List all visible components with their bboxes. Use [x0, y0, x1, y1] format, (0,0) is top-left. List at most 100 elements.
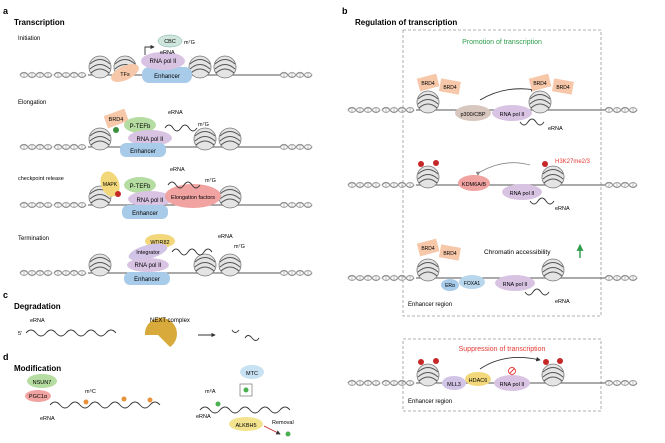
nsun7-label: NSUN7	[33, 380, 52, 386]
pgc1a-label: PGC1α	[29, 394, 48, 400]
ptefb-label: P-TEFb	[130, 124, 151, 130]
panel-a-letter: a	[3, 6, 9, 16]
m7g-label: m⁷G	[198, 121, 209, 128]
h3k27-label: H3K27me2/3	[555, 159, 591, 165]
me-mark	[433, 160, 439, 166]
brd4-label: BRD4	[421, 246, 435, 252]
brd4-label: BRD4	[109, 117, 124, 123]
brd4-label: BRD4	[556, 85, 570, 91]
alkbh5-label: ALKBH5	[235, 423, 256, 429]
brd4-block	[528, 73, 552, 92]
ac-mark	[113, 127, 119, 133]
me-mark	[542, 161, 548, 167]
b-arrow	[479, 356, 541, 370]
mll3-protein	[442, 376, 466, 390]
stage-termination: Termination	[18, 236, 49, 242]
m5c-mark	[121, 396, 127, 402]
p300-label: p300/CBP	[460, 112, 485, 118]
mtc-protein	[240, 365, 264, 379]
panel-c-letter: c	[3, 290, 8, 300]
tss-arrow	[144, 44, 155, 55]
erna-label: eRNA	[170, 167, 185, 173]
mapk-protein	[100, 171, 120, 197]
degraded-fragment	[231, 329, 240, 333]
mtc-label: MTC	[246, 371, 258, 377]
kdm6-protein	[458, 175, 490, 191]
erna-strand	[529, 197, 555, 205]
erna-strand	[164, 124, 198, 132]
pgc1a-protein	[25, 390, 51, 402]
me-mark	[433, 358, 439, 364]
cbc-label: CBC	[164, 39, 176, 45]
foxa1-label: FOXA1	[464, 281, 481, 287]
m7g-label: m⁷G	[184, 39, 195, 46]
b-row4-dna	[347, 363, 638, 387]
p300-protein	[455, 105, 491, 121]
brd4-label: BRD4	[443, 85, 457, 91]
brd4-block	[438, 78, 461, 95]
rnapol-protein	[502, 184, 542, 200]
me-mark	[418, 161, 424, 167]
rnapol-label: RNA pol II	[503, 282, 528, 288]
promotion-box	[402, 29, 602, 317]
rnapol-label: RNA pol II	[134, 263, 161, 269]
brd4-block	[416, 73, 440, 92]
m6a-mark	[285, 431, 291, 437]
rnapol-protein	[128, 191, 172, 207]
erna-label: eRNA	[555, 299, 570, 305]
rnapol-label: RNA pol II	[500, 382, 525, 388]
rnapol-protein	[127, 258, 169, 272]
stage-release: checkpoint release	[18, 176, 64, 182]
m7g-label: m⁷G	[234, 243, 245, 250]
wdr82-label: WDR82	[150, 240, 169, 246]
m6a-mark	[215, 401, 221, 407]
enhancer-label: Enhancer	[154, 74, 180, 80]
erna-label: eRNA	[218, 234, 233, 240]
next-complex	[144, 317, 177, 347]
rnapol-label: RNA pol II	[136, 137, 163, 143]
erna-strand	[171, 248, 213, 256]
rnapol-label: RNA pol II	[510, 191, 535, 197]
b-arrow	[479, 87, 536, 101]
brd4-label: BRD4	[443, 251, 457, 257]
tfs-protein	[111, 64, 139, 82]
erna-label: eRNA	[30, 318, 45, 324]
promotion-title: Promotion of transcription	[462, 39, 542, 46]
degraded-fragment	[244, 335, 260, 341]
hdac6-protein	[465, 372, 491, 386]
rnapol-label: RNA pol II	[136, 198, 163, 204]
b-row3-dna	[347, 258, 638, 282]
m5c-mark	[147, 397, 153, 403]
era-protein	[441, 279, 459, 291]
enhancer-label: Enhancer	[132, 211, 158, 217]
m5c-mark	[83, 399, 89, 405]
alkbh5-protein	[229, 417, 263, 431]
ptefb-label: P-TEFb	[130, 184, 151, 190]
nsun7-protein	[27, 374, 57, 388]
brd4-block	[416, 238, 440, 257]
five-prime-label: 5'	[18, 331, 22, 337]
erna-label: eRNA	[40, 416, 55, 422]
m5c-label: m⁵C	[85, 388, 96, 395]
panel-d-letter: d	[3, 352, 9, 362]
me-mark	[557, 358, 563, 364]
erna-label: eRNA	[196, 414, 211, 420]
b-row2-dna	[347, 165, 638, 189]
m6a-label: m⁶A	[205, 388, 216, 395]
erna-label: eRNA	[555, 206, 570, 212]
b-arrow	[475, 162, 531, 176]
panel-c-title: Degradation	[14, 302, 61, 311]
enhancer-region-label: Enhancer region	[408, 302, 452, 308]
inhibit-symbol	[509, 368, 515, 374]
kdm6-label: KDM6A/B	[462, 182, 486, 188]
integrator-protein	[128, 243, 168, 261]
brd4-label: BRD4	[533, 81, 547, 87]
rnapol-protein	[495, 275, 535, 291]
elongation-dna	[19, 127, 313, 151]
removal-label: Removal	[272, 420, 294, 426]
panel-a-title: Transcription	[14, 18, 65, 27]
erna-strand	[524, 288, 550, 296]
rnapol-protein	[494, 375, 530, 391]
m7g-label: m⁷G	[205, 177, 216, 184]
